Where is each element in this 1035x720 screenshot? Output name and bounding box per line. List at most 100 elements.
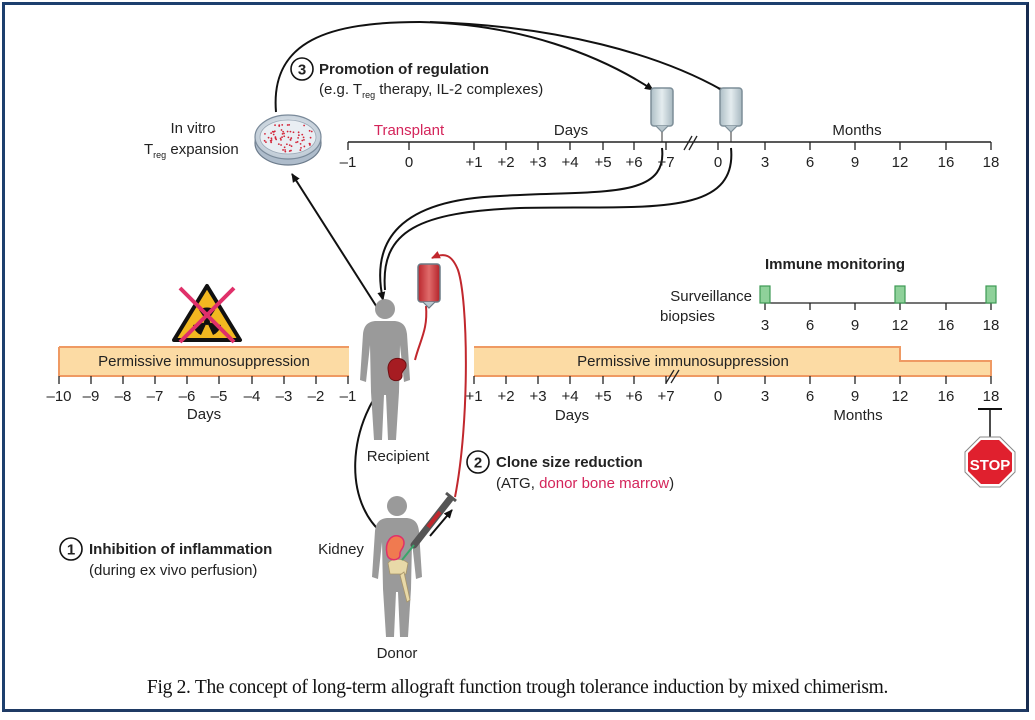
stop-sign-icon: STOP xyxy=(964,408,1016,488)
step2-label: 2 Clone size reduction (ATG, donor bone … xyxy=(466,450,674,492)
donor-label: Donor xyxy=(377,645,418,662)
left-day-tick-label: –1 xyxy=(340,388,357,405)
figure-caption: Fig 2. The concept of long-term allograf… xyxy=(146,677,889,698)
right-immunosuppression-bar: Permissive immunosuppression xyxy=(474,346,992,377)
surveillance-label: Surveillance xyxy=(670,288,752,305)
donor-kidney-icon xyxy=(385,535,405,561)
no-radiation-icon xyxy=(172,284,242,344)
biopsy-marker xyxy=(985,285,997,304)
right-month-tick-label: 9 xyxy=(851,388,859,405)
left-days-label: Days xyxy=(187,406,221,423)
arrow-dish-to-bag2 xyxy=(429,21,723,91)
left-day-tick-label: –2 xyxy=(308,388,325,405)
recipient-figure-icon xyxy=(360,299,410,440)
biopsies-label: biopsies xyxy=(660,308,715,325)
step3-title: Promotion of regulation xyxy=(319,61,489,78)
arrow-bag1-to-recipient xyxy=(377,147,664,301)
left-immunosuppression-bar: Permissive immunosuppression xyxy=(58,346,349,377)
right-day-tick-label: +1 xyxy=(465,388,482,405)
step3-label: 3 Promotion of regulation (e.g. Treg the… xyxy=(290,57,543,100)
right-day-tick-label: +2 xyxy=(497,388,514,405)
arrow-bag2-to-recipient xyxy=(383,147,733,291)
top-month-tick-label: 9 xyxy=(851,154,859,171)
step1-subtitle: (during ex vivo perfusion) xyxy=(89,562,257,579)
transplant-label: Transplant xyxy=(374,122,445,139)
left-bar-label: Permissive immunosuppression xyxy=(98,353,310,370)
step2-subtitle: (ATG, donor bone marrow) xyxy=(496,475,674,492)
recipient-kidney-icon xyxy=(387,357,407,382)
right-months-label: Months xyxy=(833,407,882,424)
step2-title: Clone size reduction xyxy=(496,454,643,471)
monitor-tick-label: 16 xyxy=(938,317,955,334)
monitor-tick-label: 18 xyxy=(983,317,1000,334)
monitor-tick-label: 3 xyxy=(761,317,769,334)
monitor-tick-label: 6 xyxy=(806,317,814,334)
arrow-dish-to-bag1 xyxy=(274,20,654,113)
step3-subtitle: (e.g. Treg therapy, IL-2 complexes) xyxy=(319,81,543,100)
arrow-syringe-up xyxy=(429,509,453,537)
step1-title: Inhibition of inflammation xyxy=(89,541,272,558)
top-days-label: Days xyxy=(554,122,588,139)
top-months-label: Months xyxy=(832,122,881,139)
top-day-tick-label: +3 xyxy=(529,154,546,171)
top-month-tick-label: 12 xyxy=(892,154,909,171)
left-day-tick-label: –10 xyxy=(46,388,71,405)
top-day-tick-label: +1 xyxy=(465,154,482,171)
monitor-tick-label: 12 xyxy=(892,317,909,334)
top-day-tick-label: 0 xyxy=(405,154,413,171)
in-vitro-line1: In vitro xyxy=(170,120,215,137)
top-month-tick-label: 3 xyxy=(761,154,769,171)
left-timeline-ticks: –10–9–8–7–6–5–4–3–2–1 xyxy=(46,376,356,405)
figure-frame xyxy=(2,2,1029,712)
right-day-tick-label: +3 xyxy=(529,388,546,405)
left-day-tick-label: –7 xyxy=(147,388,164,405)
biopsy-marker xyxy=(759,285,771,304)
top-day-tick-label: +5 xyxy=(594,154,611,171)
right-month-tick-label: 18 xyxy=(983,388,1000,405)
iv-bag-icon-2 xyxy=(719,87,743,142)
step3-number: 3 xyxy=(298,62,306,79)
left-day-tick-label: –5 xyxy=(211,388,228,405)
left-day-tick-label: –6 xyxy=(179,388,196,405)
arrow-marrow-to-bag xyxy=(431,251,467,498)
right-day-tick-label: +5 xyxy=(594,388,611,405)
right-day-tick-label: +6 xyxy=(625,388,642,405)
axis-break-icon xyxy=(683,135,698,151)
axis-break-icon xyxy=(665,369,680,384)
blood-tube xyxy=(414,305,428,361)
right-month-tick-label: 3 xyxy=(761,388,769,405)
right-days-label: Days xyxy=(555,407,589,424)
top-day-tick-label: –1 xyxy=(340,154,357,171)
arrow-recipient-to-dish xyxy=(291,173,381,313)
monitor-tick-label: 9 xyxy=(851,317,859,334)
arrow-curves xyxy=(274,20,733,541)
right-day-tick-label: +4 xyxy=(561,388,578,405)
iv-bag-icon-1 xyxy=(650,87,674,142)
syringe-icon xyxy=(401,491,457,561)
donor-bones-icon xyxy=(387,558,411,603)
step3-number-circle xyxy=(290,57,314,81)
right-day-tick-label: +7 xyxy=(657,388,674,405)
step2-number: 2 xyxy=(474,455,482,472)
left-day-tick-label: –8 xyxy=(115,388,132,405)
top-day-tick-label: +6 xyxy=(625,154,642,171)
top-day-tick-label: +4 xyxy=(561,154,578,171)
left-day-tick-label: –9 xyxy=(83,388,100,405)
left-day-tick-label: –3 xyxy=(276,388,293,405)
petri-dish-icon xyxy=(254,114,322,166)
immune-monitoring: Immune monitoring Surveillance biopsies … xyxy=(660,256,999,334)
stop-text: STOP xyxy=(970,457,1011,474)
right-bar-label: Permissive immunosuppression xyxy=(577,353,789,370)
in-vitro-line2: Treg expansion xyxy=(144,141,239,160)
top-month-tick-label: 18 xyxy=(983,154,1000,171)
top-month-tick-label: 6 xyxy=(806,154,814,171)
right-month-tick-label: 6 xyxy=(806,388,814,405)
top-day-tick-label: +2 xyxy=(497,154,514,171)
recipient-label: Recipient xyxy=(367,448,430,465)
immune-monitoring-title: Immune monitoring xyxy=(765,256,905,273)
in-vitro-label: In vitro Treg expansion xyxy=(144,120,239,160)
kidney-label: Kidney xyxy=(318,541,364,558)
